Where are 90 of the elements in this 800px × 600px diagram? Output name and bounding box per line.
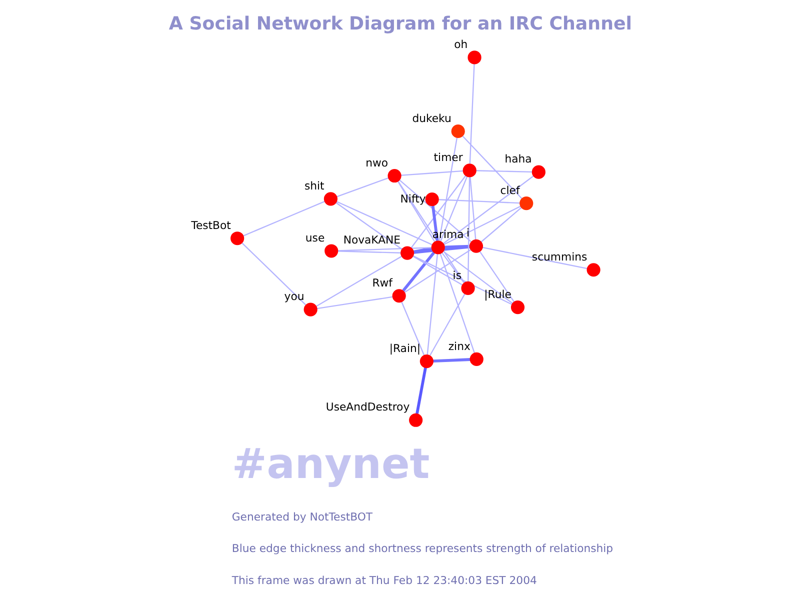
node-circle: [430, 240, 444, 254]
node-circle: [424, 192, 438, 206]
connector: [462, 136, 522, 200]
node-label: dukeku: [412, 112, 451, 125]
label: #anynet: [231, 438, 430, 488]
connector: [412, 255, 512, 306]
connector: [468, 64, 474, 164]
node-label: |Rain|: [388, 342, 420, 355]
connector: [415, 367, 426, 414]
node-circle: [531, 165, 545, 179]
connector: [432, 358, 470, 362]
node-label: NovaKANE: [342, 234, 400, 247]
node-circle: [408, 413, 422, 427]
connector: [480, 207, 522, 242]
connector: [439, 253, 475, 354]
node-circle: [450, 124, 464, 138]
connector: [337, 247, 432, 252]
node-circle: [324, 244, 338, 258]
connector: [337, 250, 400, 254]
connector: [400, 170, 463, 176]
connector: [404, 249, 470, 293]
node-circle: [460, 281, 474, 295]
label: This frame was drawn at Thu Feb 12 23:40:03 EST 2004: [231, 574, 536, 587]
connector: [336, 201, 432, 246]
node-label: clef: [500, 184, 520, 197]
connector: [400, 302, 424, 356]
connector: [482, 246, 587, 270]
node-label: oh: [454, 38, 468, 52]
label: Blue edge thickness and shortness represents strength of relationship: [231, 542, 613, 556]
connector: [335, 202, 402, 250]
connector: [398, 180, 471, 242]
node-label: Nifty: [400, 192, 426, 206]
node-label: nwo: [365, 156, 388, 170]
node-circle: [303, 302, 317, 316]
connector: [479, 251, 514, 302]
node-circle: [323, 192, 337, 206]
node-label: you: [284, 290, 304, 304]
connector: [430, 205, 438, 241]
connector: [440, 252, 464, 284]
connector: [469, 176, 476, 240]
connector: [412, 256, 462, 286]
connector: [316, 256, 402, 307]
node-label: shit: [304, 179, 324, 192]
label: Generated by NotTestBOT: [231, 510, 372, 524]
node-circle: [510, 300, 524, 314]
connector: [413, 245, 470, 254]
node-circle: [469, 352, 483, 366]
node-label: UseAndDestroy: [325, 400, 410, 414]
node-label: arima: [432, 228, 464, 241]
connector: [242, 200, 324, 236]
connector: [410, 175, 466, 248]
node-label: is: [452, 268, 461, 282]
connector: [467, 177, 470, 282]
connector: [438, 199, 520, 204]
connector: [438, 138, 458, 241]
node-circle: [467, 50, 481, 64]
node-label: use: [304, 232, 324, 245]
connector: [475, 170, 532, 173]
connector: [316, 296, 392, 310]
node-circle: [392, 289, 406, 303]
connector: [397, 180, 465, 284]
connector: [396, 181, 435, 242]
node-circle: [419, 354, 433, 368]
node-label: scummins: [531, 250, 587, 264]
node-circle: [400, 246, 414, 260]
connector: [440, 176, 468, 242]
connector: [429, 294, 465, 356]
connector: [442, 176, 534, 244]
connector: [413, 247, 432, 254]
node-circle: [519, 196, 533, 210]
connector: [336, 177, 388, 198]
node-circle: [586, 263, 600, 277]
node-label: zinx: [448, 340, 470, 353]
node-label: i: [466, 226, 470, 240]
node-label: |Rule: [484, 288, 511, 301]
node-label: haha: [504, 152, 532, 166]
connector: [426, 254, 438, 355]
node-label: timer: [433, 151, 462, 164]
node-circle: [387, 168, 401, 183]
node-circle: [230, 232, 244, 246]
node-circle: [462, 164, 476, 178]
node-label: Rwf: [372, 276, 392, 290]
connector: [402, 251, 435, 292]
connector: [442, 250, 512, 304]
connector: [443, 206, 520, 246]
node-label: TestBot: [190, 218, 230, 232]
diagram-title: A Social Network Diagram for an IRC Channel: [168, 13, 632, 34]
node-circle: [468, 239, 483, 253]
connector: [444, 244, 470, 249]
connector: [241, 242, 306, 306]
